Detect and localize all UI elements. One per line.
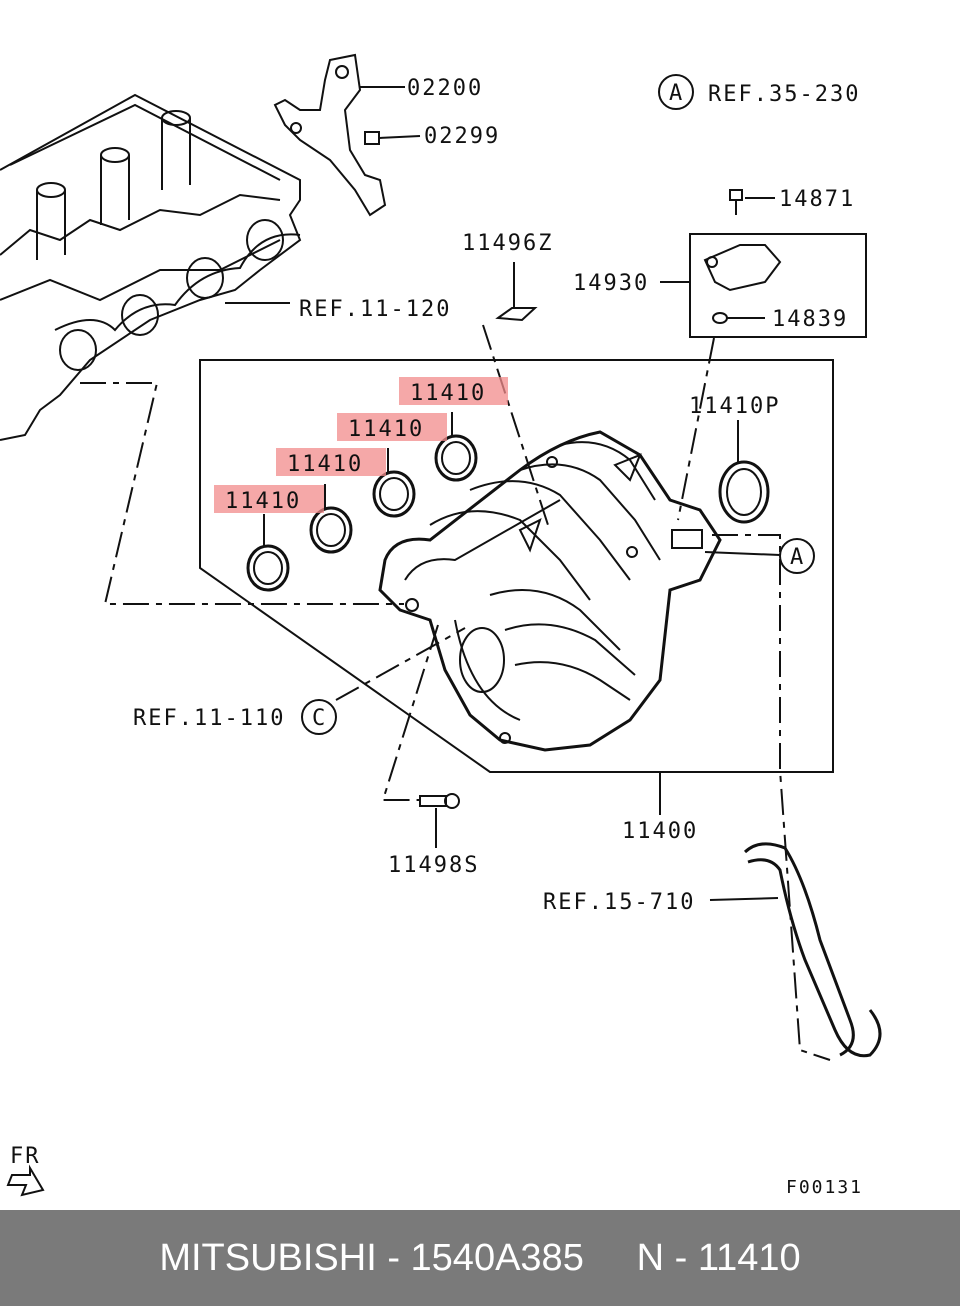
sensor-box xyxy=(660,233,867,338)
highlight-11410-2 xyxy=(276,448,386,476)
label-11410-1: 11410 xyxy=(225,489,301,514)
bolt-11498s-drawing xyxy=(419,793,460,848)
bolt-14871-drawing xyxy=(729,189,775,215)
gasket-11410p-drawing xyxy=(718,420,770,524)
label-ref-35-230: REF.35-230 xyxy=(708,82,860,107)
footer-bar: MITSUBISHI - 1540A385 N - 11410 xyxy=(0,1210,960,1306)
circle-c-letter: C xyxy=(312,706,325,731)
cylinder-head-drawing xyxy=(0,93,302,441)
label-11400: 11400 xyxy=(622,819,698,844)
circle-c-icon xyxy=(301,699,337,735)
label-11410-3: 11410 xyxy=(348,417,424,442)
figure-code: F00131 xyxy=(786,1177,863,1198)
circle-a-letter: A xyxy=(790,545,803,570)
label-14871: 14871 xyxy=(779,187,855,212)
circle-a-icon xyxy=(658,74,694,110)
highlight-11410-1 xyxy=(214,485,324,513)
hose-drawing xyxy=(709,842,882,1058)
gasket-11496z-drawing xyxy=(495,262,538,322)
fr-arrow-icon xyxy=(6,1164,45,1197)
footer-text: MITSUBISHI - 1540A385 N - 11410 xyxy=(159,1236,801,1279)
label-14930: 14930 xyxy=(573,271,649,296)
highlight-11410-4 xyxy=(399,377,508,405)
label-ref-11-110: REF.11-110 xyxy=(133,706,285,731)
label-02200: 02200 xyxy=(407,76,483,101)
label-ref-15-710: REF.15-710 xyxy=(543,890,695,915)
label-ref-11-120: REF.11-120 xyxy=(299,297,451,322)
manifold-frame xyxy=(199,359,834,773)
intake-manifold-drawing xyxy=(378,430,722,815)
label-11498s: 11498S xyxy=(388,853,479,878)
bracket-02200-drawing xyxy=(273,53,405,217)
label-11410p: 11410P xyxy=(689,394,780,419)
label-14839: 14839 xyxy=(772,307,848,332)
circle-a-letter: A xyxy=(669,81,682,106)
label-02299: 02299 xyxy=(424,124,500,149)
highlight-11410-3 xyxy=(337,413,447,441)
bolt-02299-drawing xyxy=(364,131,421,145)
parts-diagram: 02200 02299 A REF.35-230 14871 11496Z 14… xyxy=(0,53,882,1198)
label-11410-4: 11410 xyxy=(410,381,486,406)
label-11496z: 11496Z xyxy=(462,231,553,256)
gasket-rings xyxy=(246,412,478,592)
label-fr: FR xyxy=(10,1144,41,1169)
circle-a-icon xyxy=(704,538,815,574)
label-11410-2: 11410 xyxy=(287,452,363,477)
